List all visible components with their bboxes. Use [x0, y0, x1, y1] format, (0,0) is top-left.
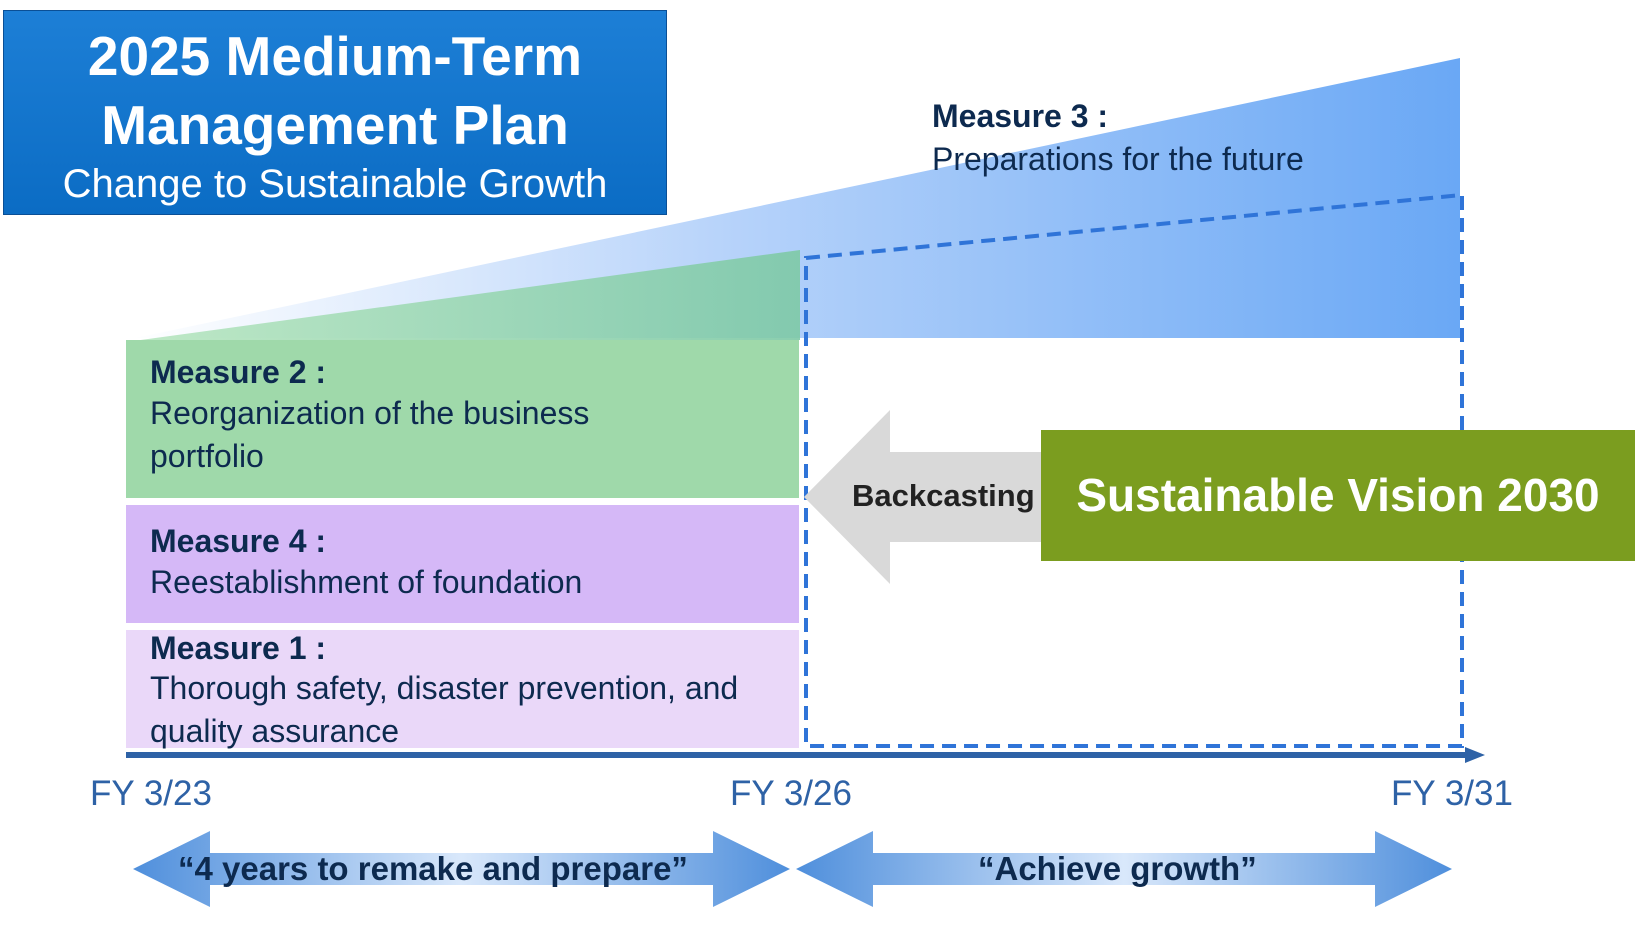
measure2-box: Measure 2 : Reorganization of the busine… [126, 340, 799, 498]
measure1-box: Measure 1 : Thorough safety, disaster pr… [126, 630, 799, 749]
timeline-label-end: FY 3/31 [1391, 774, 1513, 813]
measure3-wedge [126, 58, 1460, 340]
timeline-label-start: FY 3/23 [90, 774, 212, 813]
phase-label-first: “4 years to remake and prepare” [178, 850, 688, 887]
plan-title-line2: Management Plan [101, 94, 569, 156]
measure1-heading: Measure 1 : [150, 630, 327, 666]
measure4-box: Measure 4 : Reestablishment of foundatio… [126, 505, 799, 623]
backcasting-label: Backcasting [852, 478, 1035, 513]
phase-arrow-first [133, 831, 790, 907]
measure3-body: Preparations for the future [932, 141, 1304, 177]
measure2-heading: Measure 2 : [150, 354, 327, 390]
measure1-body: Thorough safety, disaster prevention, an… [150, 670, 739, 749]
backcasting-arrow [804, 410, 1045, 584]
measure4-heading: Measure 4 : [150, 523, 327, 559]
measure3-heading: Measure 3 : [932, 98, 1109, 134]
timeline-label-mid: FY 3/26 [730, 774, 852, 813]
phase-arrow-second [796, 831, 1452, 907]
plan-title-line1: 2025 Medium-Term [87, 25, 583, 87]
plan-subtitle: Change to Sustainable Growth [62, 162, 608, 206]
vision-box: Sustainable Vision 2030 [1041, 430, 1635, 561]
vision-dashed-frame [804, 192, 1464, 748]
plan-title-box: 2025 Medium-Term Management Plan Change … [3, 10, 667, 215]
measure2-wedge [126, 250, 800, 342]
measure4-body: Reestablishment of foundation [150, 564, 583, 600]
phase-label-second: “Achieve growth” [978, 850, 1257, 887]
timeline-arrowhead [1465, 747, 1485, 763]
measure2-body: Reorganization of the business portfolio [150, 395, 590, 474]
